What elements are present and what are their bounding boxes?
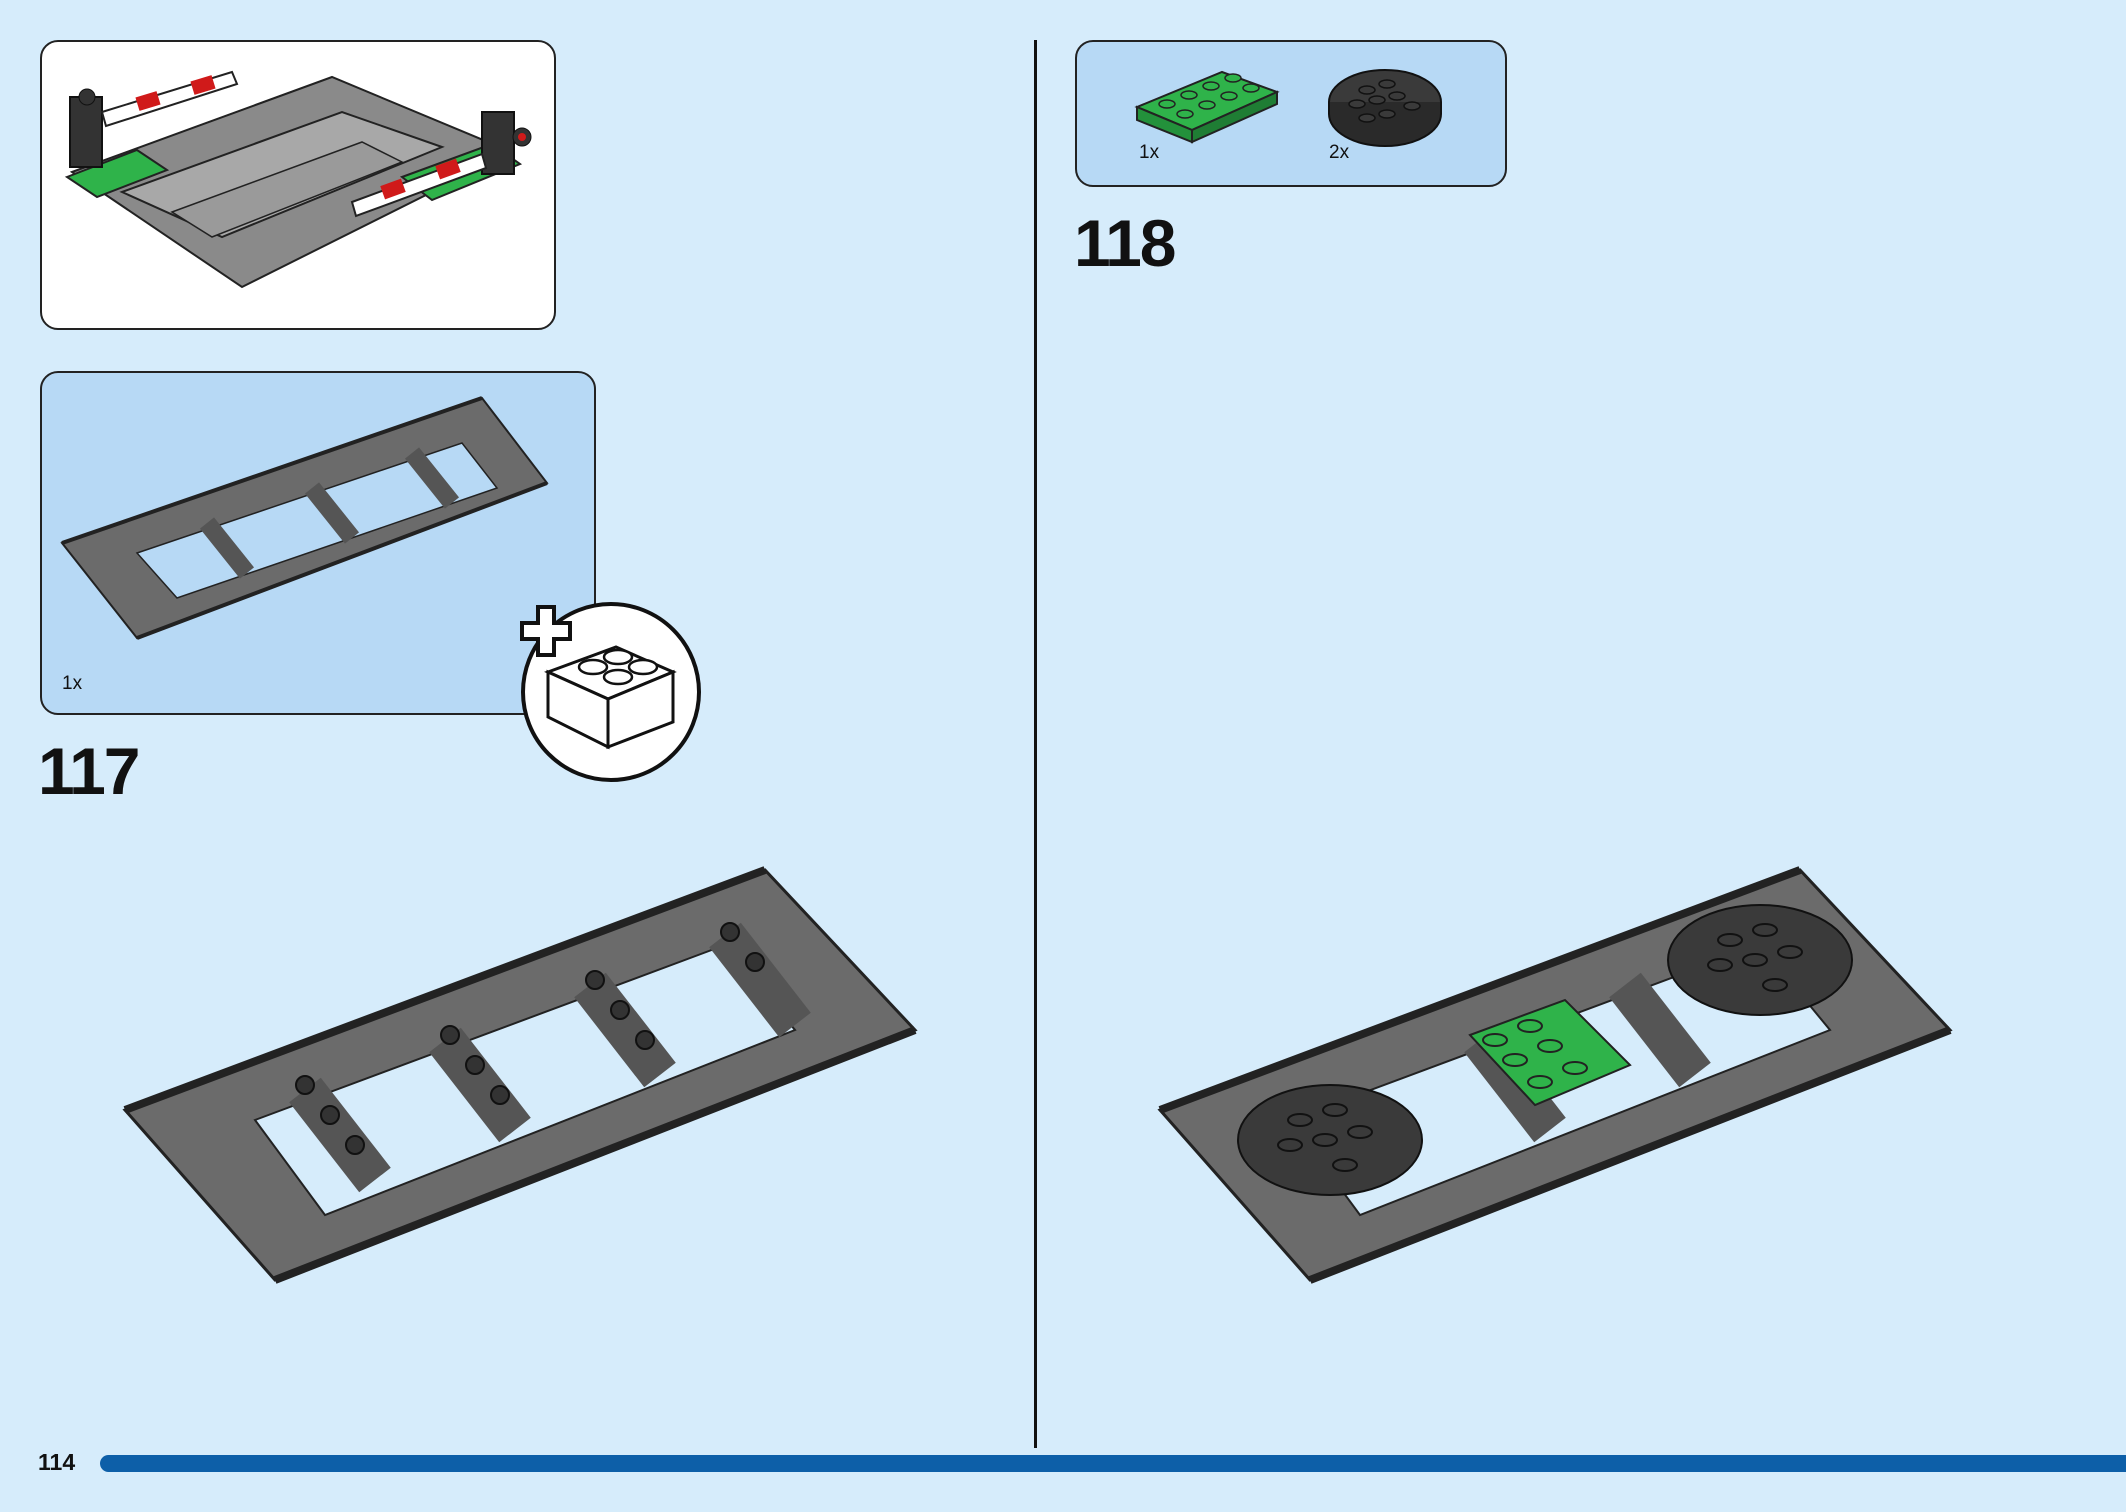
part-quantity: 1x: [62, 673, 83, 694]
railway-crossing-assembly-icon: [64, 70, 532, 289]
step-number: 118: [1074, 206, 1176, 280]
part-quantity: 2x: [1329, 142, 1350, 163]
step-118-parts-panel: 1x 2x: [1075, 40, 1507, 187]
add-new-submodel-icon: [520, 602, 701, 782]
straight-rail-track-icon: [60, 396, 549, 640]
previous-step-result-box: [40, 40, 556, 330]
straight-rail-track-icon: [122, 866, 918, 1284]
round-plate-4x4-black-icon: [1328, 69, 1442, 147]
step-117-parts-panel: 1x: [40, 371, 596, 715]
part-quantity: 1x: [1139, 142, 1160, 163]
green-plate-2x4-icon: [1134, 70, 1280, 144]
track-with-green-plate-and-round-plates-icon: [1157, 866, 1953, 1284]
progress-bar: [100, 1455, 2126, 1472]
page-divider: [1034, 40, 1037, 1448]
step-number: 117: [38, 734, 140, 808]
page-number: 114: [38, 1449, 76, 1475]
